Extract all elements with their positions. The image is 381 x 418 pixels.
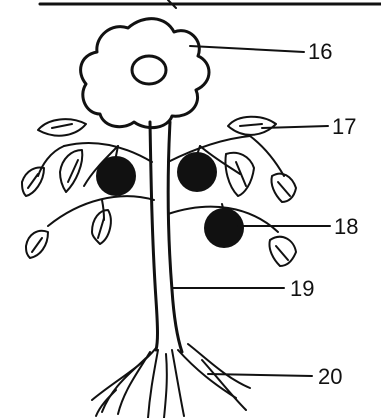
fruit-3 [204, 208, 244, 248]
leader-lines [172, 46, 330, 376]
label-flower: 16 [308, 39, 332, 64]
flower [81, 19, 209, 128]
roots [92, 344, 250, 418]
label-fruit: 18 [334, 214, 358, 239]
label-leaf: 17 [332, 114, 356, 139]
label-stem: 19 [290, 276, 314, 301]
label-root: 20 [318, 364, 342, 389]
fruit-2 [177, 152, 217, 192]
fruit-1 [96, 156, 136, 196]
